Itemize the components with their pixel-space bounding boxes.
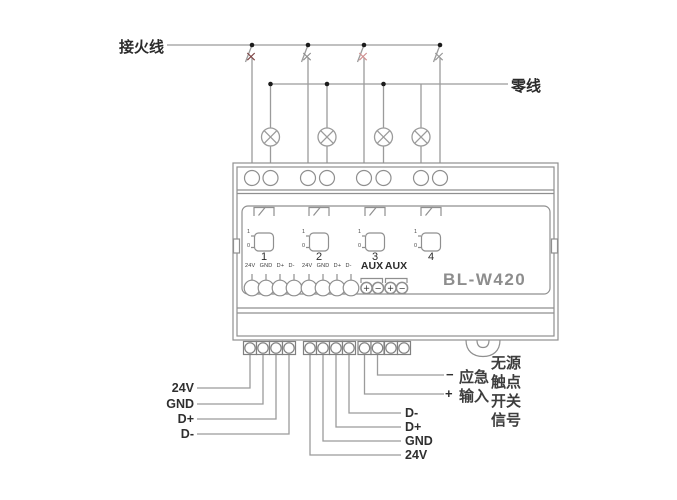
relay-contact-icon: [364, 206, 386, 216]
channel-number: 1: [260, 250, 268, 263]
label-24v-right: 24V: [405, 448, 428, 462]
terminal: [375, 169, 392, 187]
terminal-group-label-1: 24V GND D+ D-: [245, 263, 295, 269]
lamp-icon: [317, 127, 337, 147]
left-clip: [232, 238, 241, 254]
button-on-mark: 1: [302, 229, 306, 235]
button-off-mark: 0: [414, 242, 418, 249]
front-panel: [241, 205, 551, 295]
relay-contact-icon: [308, 206, 330, 216]
label-dminus-left: D-: [180, 427, 194, 441]
bottom-strip-divider: [237, 307, 554, 314]
right-clip: [550, 238, 559, 254]
switch-contact-mark: [246, 52, 256, 61]
emergency-minus-label: 应急: [459, 369, 490, 386]
label-gnd-left: GND: [166, 397, 194, 411]
button-off-mark: 0: [247, 242, 251, 249]
terminal: [318, 169, 336, 187]
top-terminals: [243, 169, 449, 187]
relay-contact-icons: [253, 206, 442, 216]
wire-gnd-left: [197, 348, 264, 405]
button-off-mark: 0: [302, 242, 306, 249]
side-column-label-switch: 开关: [491, 393, 522, 410]
aux-label-2: AUX: [384, 260, 408, 272]
channel-number: 3: [371, 250, 379, 263]
side-column-label-passive: 无源: [491, 355, 522, 372]
aux-sign: −: [374, 284, 381, 294]
model-label: BL-W420: [443, 270, 527, 289]
bus-terminal-group-2: [300, 274, 360, 297]
label-dminus-right: D-: [405, 406, 419, 420]
switch-contact-mark: [302, 52, 312, 61]
aux-sign: −: [398, 284, 405, 294]
aux-terminals: + − + −: [360, 277, 409, 295]
live-wire-label: 接火线: [119, 40, 165, 56]
side-column-label-contact: 触点: [491, 374, 522, 391]
wire-gnd-right: [322, 348, 401, 442]
button-on-mark: 1: [358, 229, 362, 235]
terminal: [355, 169, 373, 187]
aux-bracket: [360, 277, 408, 283]
aux-minus-terminal: [395, 281, 409, 295]
switch-contact-mark: [358, 52, 368, 61]
junction-dots: [249, 42, 443, 87]
lamp-icon: [260, 127, 281, 147]
switch-blade: [432, 44, 441, 63]
channel-button[interactable]: [308, 232, 330, 252]
terminal: [262, 169, 279, 187]
aux-label-1: AUX: [360, 260, 384, 272]
channel-button[interactable]: [420, 232, 442, 252]
wire-dplus-right: [335, 348, 401, 428]
din-rail-tab: [465, 339, 501, 358]
switch-blade: [356, 44, 365, 63]
label-dplus-left: D+: [177, 412, 194, 426]
button-scale-ticks: [251, 235, 421, 249]
terminal: [412, 169, 430, 187]
button-on-mark: 1: [414, 229, 418, 235]
wire-emergency-minus: [376, 348, 444, 376]
neutral-wire-label: 零线: [511, 79, 542, 95]
wire-dplus-left: [197, 348, 277, 420]
terminal-group-label-2: 24V GND D+ D-: [302, 263, 352, 269]
channel-buttons: [251, 232, 442, 252]
label-gnd-right: GND: [405, 434, 433, 448]
wire-dminus-right: [348, 348, 401, 414]
label-24v-left: 24V: [171, 381, 194, 395]
terminal: [299, 169, 317, 187]
lamp-icon: [373, 127, 394, 147]
switch-blade: [300, 44, 309, 63]
wire-24v-left: [197, 348, 251, 389]
side-column-label-signal: 信号: [491, 412, 522, 429]
device-outer-case: [232, 162, 559, 341]
channel-button[interactable]: [253, 232, 275, 252]
wire-dminus-left: [197, 348, 290, 435]
aux-minus-terminal: [371, 281, 385, 295]
channel-number: 4: [427, 250, 435, 263]
label-dplus-right: D+: [405, 420, 422, 434]
lamp-icons: [260, 127, 431, 147]
relay-contact-icon: [420, 206, 442, 216]
channel-number: 2: [315, 250, 323, 263]
emergency-minus-sign: −: [446, 367, 454, 382]
channel-button[interactable]: [364, 232, 386, 252]
switch-blade: [244, 44, 253, 63]
top-strip-divider: [237, 189, 554, 195]
relay-contact-icon: [253, 206, 275, 216]
device-body: + − + −: [232, 162, 559, 358]
switch-contact-mark: [434, 52, 444, 61]
wire-emergency-plus: [363, 348, 444, 395]
emergency-plus-label: 输入: [459, 388, 490, 405]
terminal: [243, 169, 261, 187]
button-off-mark: 0: [358, 242, 362, 249]
button-on-mark: 1: [247, 229, 251, 235]
bottom-terminal-blocks: [242, 340, 412, 356]
aux-sign: +: [387, 284, 394, 294]
aux-sign: +: [363, 284, 370, 294]
wire-24v-right: [309, 348, 401, 456]
emergency-plus-sign: +: [445, 386, 453, 401]
bus-terminal-group-1: [243, 274, 303, 297]
terminal: [431, 169, 449, 187]
lamp-icon: [411, 127, 431, 147]
